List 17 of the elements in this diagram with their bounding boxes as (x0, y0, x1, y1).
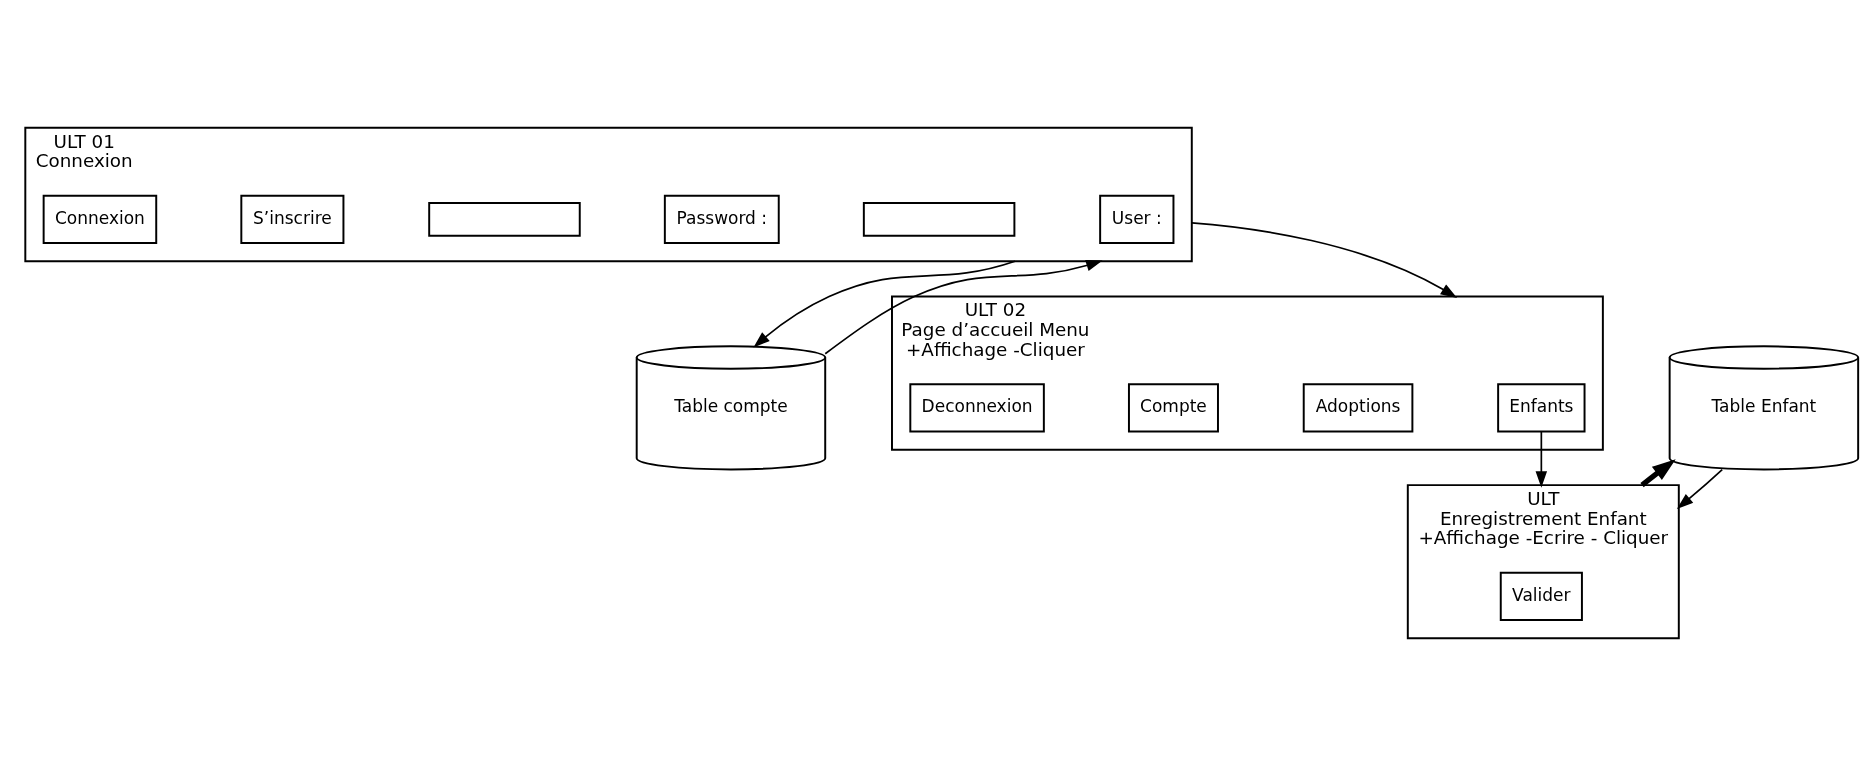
arrow (1639, 458, 1676, 487)
node-box: Password : (663, 194, 780, 244)
arrow (752, 259, 1016, 347)
node-box: Connexion (42, 194, 157, 244)
arrow (1535, 430, 1547, 488)
node-box: S’inscrire (239, 194, 344, 244)
node-box: Enfants (1496, 382, 1585, 432)
arrow (1676, 468, 1723, 509)
node-box: Deconnexion (908, 382, 1045, 432)
arrow (1190, 221, 1457, 298)
node-box (862, 201, 1015, 237)
node-box: Valider (1499, 571, 1583, 621)
node-box (427, 201, 581, 237)
arrow (823, 259, 1103, 355)
node-box: Compte (1127, 382, 1219, 432)
node-box: User : (1098, 194, 1174, 244)
node-box: Adoptions (1302, 382, 1413, 432)
